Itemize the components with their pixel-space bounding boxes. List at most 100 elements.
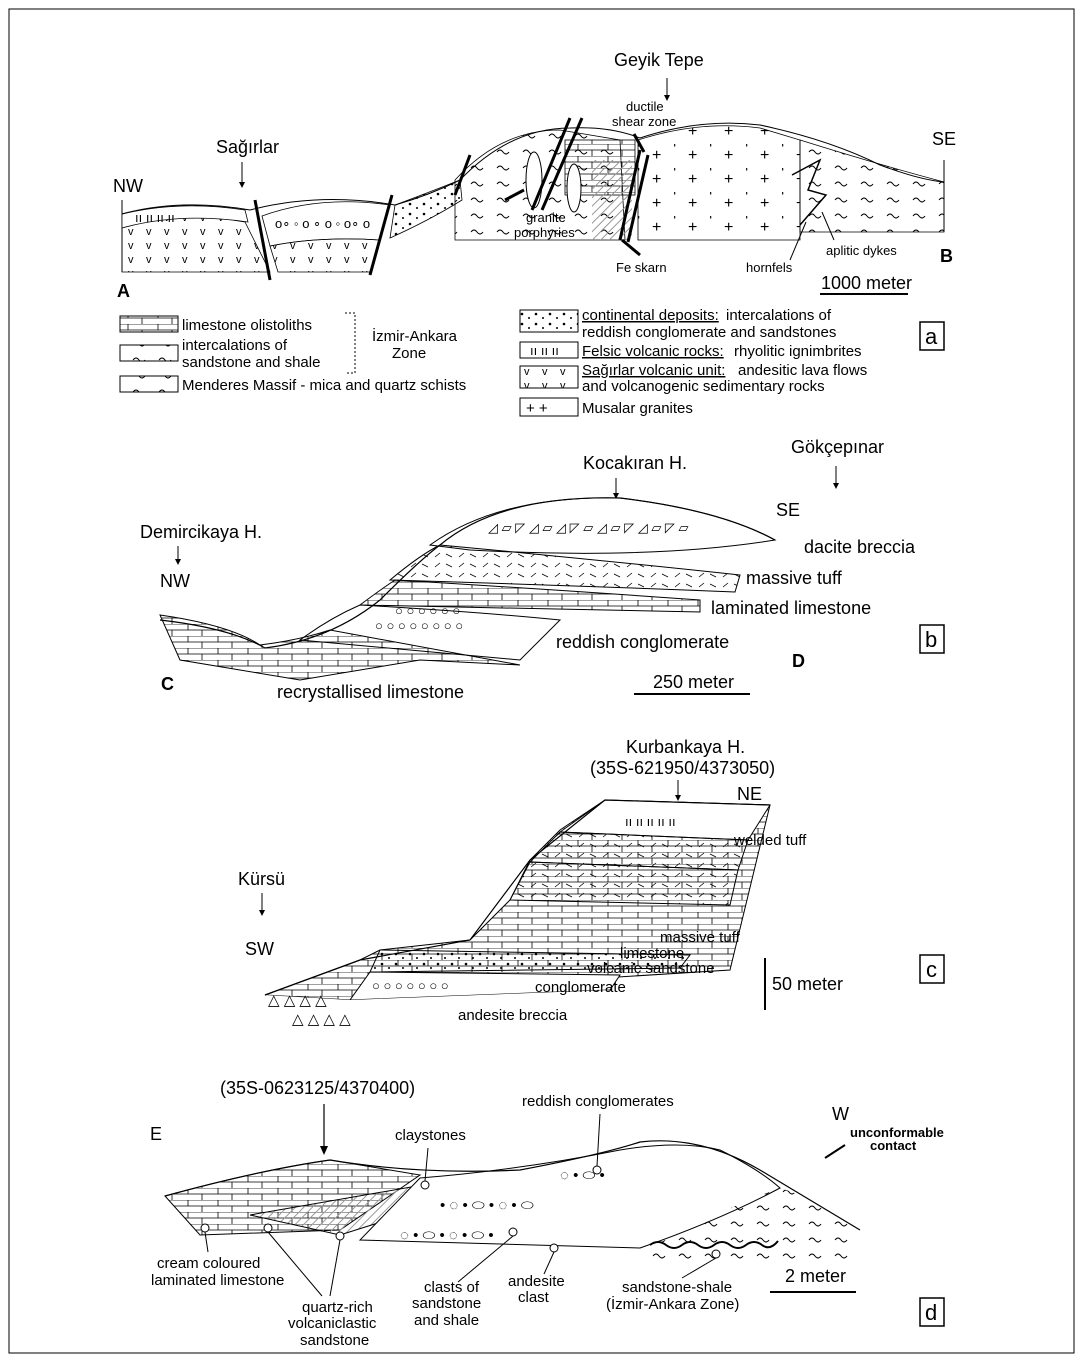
legend-limestone: limestone olistoliths [182,317,312,334]
granite-porphyry-lens [526,152,542,208]
continental-deposits-2 [390,180,462,238]
ductile-label: ductile [626,99,664,114]
shale-label-2: (İzmir-Ankara Zone) [606,1295,739,1313]
legend-felsic-r: rhyolitic ignimbrites [734,343,862,360]
massive-tuff-label-c: massive tuff [660,929,741,946]
gokcepinar-label: Gökçepınar [791,437,884,457]
clasts-label-3: and shale [414,1312,479,1329]
legend-swatch-limestone [120,316,178,332]
panel-letter-c: c [926,957,937,982]
sample-marker [421,1181,429,1189]
shale-pointer [682,1258,716,1278]
legend-interc-2: sandstone and shale [182,354,320,371]
legend-sagirlar-u: Sağırlar volcanic unit: [582,362,725,379]
andesite-pointer [544,1252,554,1274]
e-label-d: E [150,1124,162,1144]
legend-continental-2: reddish conglomerate and sandstones [582,324,836,341]
panel-d: (35S-0623125/4370400) reddish conglomera… [150,1078,944,1349]
panel-b: Kocakıran H. Gökçepınar SE Demircikaya H… [140,437,944,702]
sample-marker [201,1224,209,1232]
legend-swatch-menderes [120,376,178,392]
musalar-granite [638,126,800,240]
b-endpoint-label: B [940,246,953,266]
conglomerate-circles: ○ ○ ○ ○ ○ ○ [395,603,460,618]
reddish-conglomerate-label: reddish conglomerate [556,632,729,652]
legend-sagirlar-2: and volcanogenic sedimentary rocks [582,378,825,395]
scale-label-a: 1000 meter [821,273,912,293]
andesite-marks: △ △ △ △ [268,992,327,1009]
nw-label-a: NW [113,176,143,196]
kursu-label: Kürsü [238,869,285,889]
felsic-marks: ıı ıı ıı ıı [135,210,175,225]
arrow-head [675,795,681,801]
ne-label-c: NE [737,784,762,804]
quartz-label-2: volcaniclastic [288,1315,377,1332]
legend-continental-u: continental deposits: [582,307,719,324]
legend-menderes: Menderes Massif - mica and quartz schist… [182,377,466,394]
clast-marks: ◌ • ⬭ • ◌ • ⬭ • [400,1227,494,1244]
arrow-head [259,910,265,916]
claystones-label: claystones [395,1127,466,1144]
legend-izmir-1: İzmir-Ankara [372,327,458,345]
se-label-b: SE [776,500,800,520]
clast-marks: • ◌ • ⬭ • ◌ • ⬭ [440,1197,534,1214]
reddish-conglomerates-label: reddish conglomerates [522,1093,674,1110]
panel-a: Geyik Tepe Sağırlar NW SE A B ıı ıı ıı ı… [113,50,956,417]
laminated-limestone-label: laminated limestone [711,598,871,618]
panel-c: Kurbankaya H. (35S-621950/4373050) NE Kü… [238,737,944,1028]
volcanic-sandstone-label: volcanic sandstone [587,960,715,977]
fe-skarn-zone [592,160,632,240]
legend-bracket [345,313,355,373]
cream-label-2: laminated limestone [151,1272,284,1289]
andesite-breccia-label: andesite breccia [458,1007,568,1024]
shear-zone-label: shear zone [612,114,676,129]
contact-arrow [825,1145,845,1158]
arrow-head [664,95,670,101]
legend-sagirlar-1: andesitic lava flows [738,362,867,379]
andesite-marks: △ △ △ △ [292,1011,351,1028]
conglomerate-circles: ○ ○ ○ ○ ○ ○ ○ ○ [375,618,463,633]
shale-label-1: sandstone-shale [622,1279,732,1296]
arrow-head [833,483,839,489]
legend-continental-1: intercalations of [726,307,832,324]
massive-tuff-label: massive tuff [746,568,843,588]
kurbankaya-coords: (35S-621950/4373050) [590,758,775,778]
scale-label-c: 50 meter [772,974,843,994]
panel-letter-a: a [925,324,938,349]
sample-marker [712,1250,720,1258]
legend-swatch-sagirlar [520,366,578,388]
sample-marker [264,1224,272,1232]
w-label-d: W [832,1104,849,1124]
quartz-pointer [330,1240,340,1296]
hornfels-label: hornfels [746,260,793,275]
sample-marker [593,1166,601,1174]
quartz-label-1: quartz-rich [302,1299,373,1316]
sample-marker [509,1228,517,1236]
clasts-label-2: sandstone [412,1295,481,1312]
granite-porphyry-lens [567,164,581,212]
kocakiran-label: Kocakıran H. [583,453,687,473]
coords-label-d: (35S-0623125/4370400) [220,1078,415,1098]
d-endpoint-label: D [792,651,805,671]
tuff-band [510,862,738,905]
panel-letter-b: b [925,627,937,652]
scale-label-b: 250 meter [653,672,734,692]
andesite-label-1: andesite [508,1273,565,1290]
contact-label: contact [870,1138,917,1153]
sample-marker [336,1232,344,1240]
arrow-head [175,559,181,565]
quartz-label-3: sandstone [300,1332,369,1349]
clasts-label-1: clasts of [424,1279,480,1296]
recrystallised-limestone-label: recrystallised limestone [277,682,464,702]
sample-marker [550,1244,558,1252]
volcanic-under-graben [270,239,380,272]
scale-label-d: 2 meter [785,1266,846,1286]
felsic-swatch-marks: ıı ıı ıı [530,343,559,358]
fe-skarn-label: Fe skarn [616,260,667,275]
geyik-tepe-label: Geyik Tepe [614,50,704,70]
a-endpoint-label: A [117,281,130,301]
musalar-swatch-marks: + + [526,400,548,417]
breccia-marks: ◿ ▱ ◸ ◿ ▱ ◿ ◸ ▱ ◿ ▱ ◸ ◿ ▱ ◸ ▱ [488,520,689,535]
panel-letter-d: d [925,1300,937,1325]
